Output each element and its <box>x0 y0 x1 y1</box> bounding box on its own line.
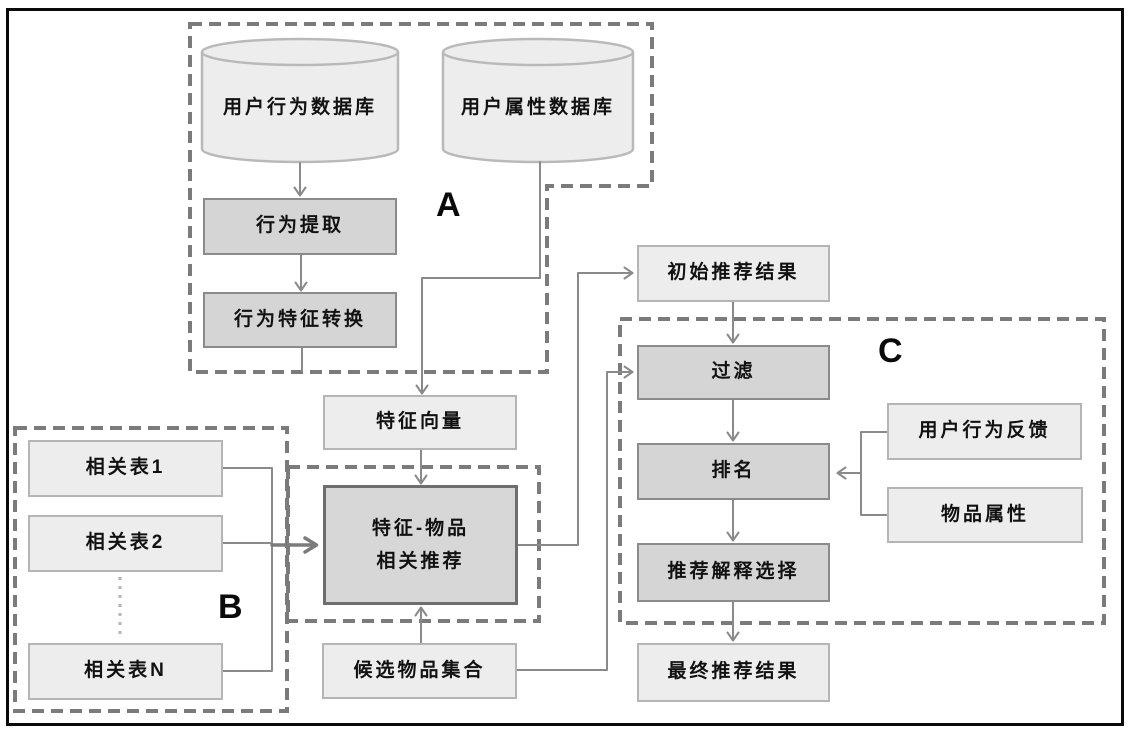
node-candidate-items: 候选物品集合 <box>322 643 517 699</box>
node-db-behavior-label: 用户行为数据库 <box>222 97 377 118</box>
arrow-tables-to-core-thick <box>270 536 319 554</box>
region-a-outline <box>188 22 654 374</box>
arrow-featurevector-to-core <box>414 449 428 485</box>
arrow-ranking-to-explanation <box>726 499 740 542</box>
region-c-outline <box>618 317 1106 625</box>
arrow-explanation-to-finalresults <box>726 601 740 642</box>
arrow-extract-to-convert <box>294 254 308 292</box>
node-feature-item-line1: 特征-物品 <box>371 518 470 539</box>
node-filter: 过滤 <box>637 345 830 400</box>
node-explanation-select: 推荐解释选择 <box>637 543 830 602</box>
outer-frame <box>6 8 1124 726</box>
node-related-table-2: 相关表2 <box>28 515 223 572</box>
database-cylinder-behavior <box>200 37 400 164</box>
node-related-table-1: 相关表1 <box>28 440 223 497</box>
arrow-core-to-initialresults <box>517 266 634 546</box>
line-relatedtables-merge <box>222 467 273 672</box>
database-cylinder-attribute <box>441 37 635 164</box>
node-behavior-extract: 行为提取 <box>203 198 397 255</box>
arrow-feedback-attributes-to-ranking <box>836 431 888 516</box>
node-ranking: 排名 <box>637 443 830 500</box>
region-c-label: C <box>878 332 903 370</box>
node-final-results: 最终推荐结果 <box>637 643 830 702</box>
node-behavior-feature-convert: 行为特征转换 <box>203 292 397 348</box>
arrow-filter-to-ranking <box>726 399 740 442</box>
arrow-candidate-to-filter <box>516 365 634 671</box>
arrow-dbattribute-to-featurevector <box>415 161 541 395</box>
region-a-label: A <box>436 186 461 224</box>
node-db-attribute-label: 用户属性数据库 <box>460 97 615 118</box>
arrow-initialresults-to-filter <box>726 301 740 344</box>
region-b-label: B <box>218 588 243 626</box>
node-initial-results: 初始推荐结果 <box>637 245 830 302</box>
node-user-feedback: 用户行为反馈 <box>887 403 1082 460</box>
node-item-attributes: 物品属性 <box>887 487 1083 543</box>
node-feature-item-recommendation: 特征-物品 相关推荐 <box>323 485 518 605</box>
arrow-dbbehavior-to-extract <box>293 162 307 197</box>
node-feature-vector: 特征向量 <box>323 395 517 450</box>
arrow-candidate-to-core <box>414 606 428 644</box>
region-b-outline <box>13 426 289 713</box>
node-feature-item-line2: 相关推荐 <box>376 551 465 572</box>
node-related-table-n: 相关表N <box>28 643 223 700</box>
